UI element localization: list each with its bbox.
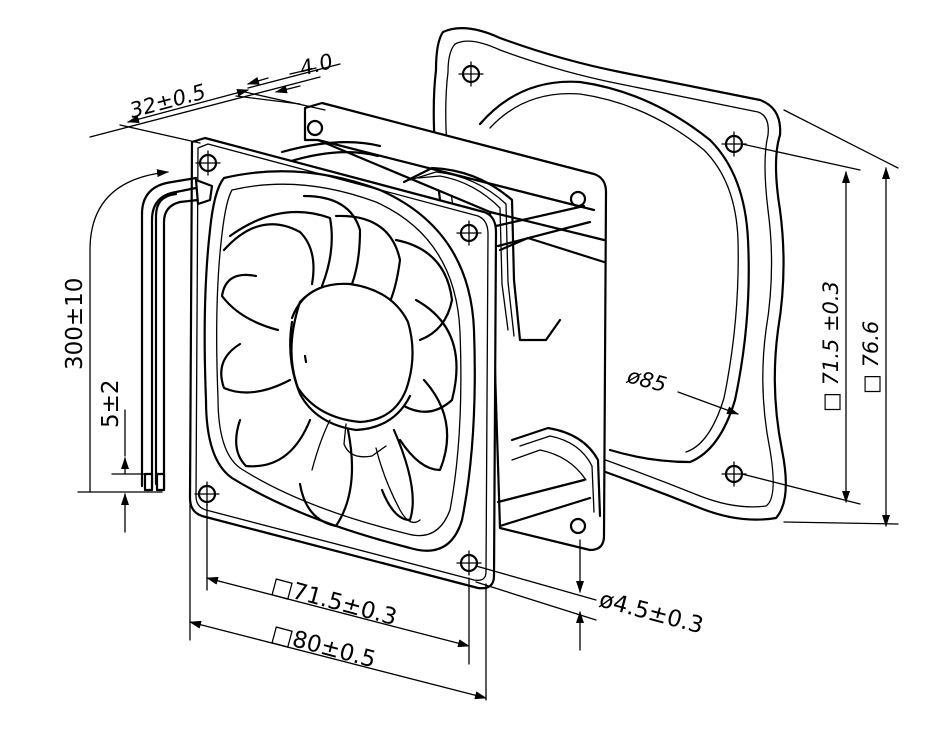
strip-length-label: 5±2 [98,379,124,428]
cable-length-label: 300±10 [62,278,88,370]
cables [140,176,214,492]
front-hole-spacing-label: □71.5±0.3 [268,573,399,631]
impeller [220,194,458,528]
flange-label: 4.0 [297,49,335,81]
guard-hole-spacing-label: □ 71.5 ±0.3 [819,281,843,412]
fan-body [280,101,608,552]
hole-diameter-label: ø4.5±0.3 [596,587,706,640]
guard-size-label: □ 76.6 [859,321,883,394]
frame-size-label: □80±0.5 [268,621,378,674]
dimension-lines [77,63,899,701]
